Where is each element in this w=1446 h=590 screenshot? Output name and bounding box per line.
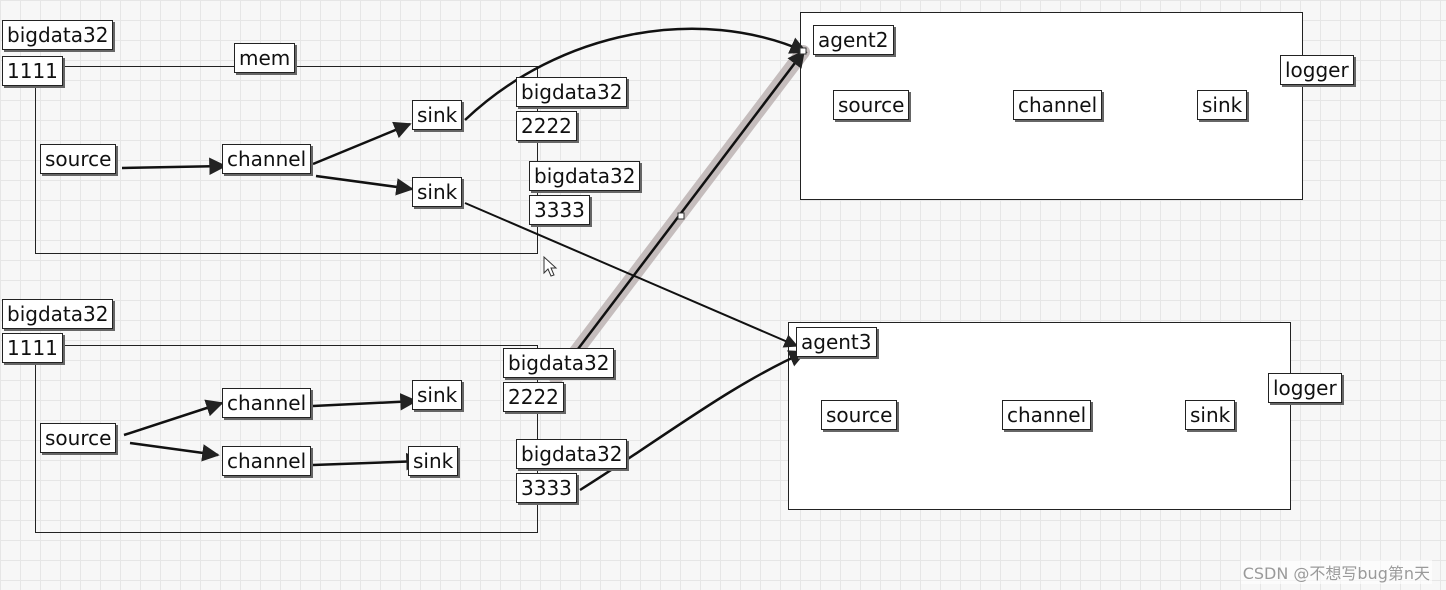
bottom-channel1-node[interactable]: channel xyxy=(222,388,312,418)
top-sink1-port-label[interactable]: 2222 xyxy=(516,111,577,141)
top-sink1-host-label[interactable]: bigdata32 xyxy=(516,77,628,107)
top-sink2-node[interactable]: sink xyxy=(412,177,463,207)
top-sink2-port-label[interactable]: 3333 xyxy=(529,195,590,225)
bottom-sink2-port-label[interactable]: 3333 xyxy=(516,473,577,503)
watermark: CSDN @不想写bug第n天 xyxy=(1240,560,1432,584)
agent3-channel-node[interactable]: channel xyxy=(1002,400,1092,430)
top-sink2-host-label[interactable]: bigdata32 xyxy=(529,161,641,191)
top-source-node[interactable]: source xyxy=(40,144,117,174)
bottom-sink2-host-label[interactable]: bigdata32 xyxy=(516,439,628,469)
selection-handle xyxy=(677,212,685,220)
top-channel-node[interactable]: channel xyxy=(222,144,312,174)
top-host-label[interactable]: bigdata32 xyxy=(2,20,114,50)
top-port-label[interactable]: 1111 xyxy=(2,56,63,86)
agent3-title[interactable]: agent3 xyxy=(796,327,877,357)
agent3-sink-node[interactable]: sink xyxy=(1185,400,1236,430)
mouse-cursor-icon xyxy=(543,255,558,277)
top-sink1-node[interactable]: sink xyxy=(412,100,463,130)
bottom-host-label[interactable]: bigdata32 xyxy=(2,299,114,329)
bottom-sink1-port-label[interactable]: 2222 xyxy=(503,382,564,412)
agent2-channel-node[interactable]: channel xyxy=(1013,90,1103,120)
agent3-logger-label[interactable]: logger xyxy=(1268,373,1342,403)
agent3-source-node[interactable]: source xyxy=(821,400,898,430)
top-channel-type-label[interactable]: mem xyxy=(234,43,296,73)
bottom-sink2-node[interactable]: sink xyxy=(408,446,459,476)
bottom-source-node[interactable]: source xyxy=(40,423,117,453)
bottom-sink1-host-label[interactable]: bigdata32 xyxy=(503,348,615,378)
bottom-channel2-node[interactable]: channel xyxy=(222,446,312,476)
agent2-title[interactable]: agent2 xyxy=(813,25,894,55)
agent2-source-node[interactable]: source xyxy=(833,90,910,120)
bottom-port-label[interactable]: 1111 xyxy=(2,333,63,363)
agent2-logger-label[interactable]: logger xyxy=(1280,55,1354,85)
bottom-sink1-node[interactable]: sink xyxy=(412,380,463,410)
agent2-sink-node[interactable]: sink xyxy=(1197,90,1248,120)
